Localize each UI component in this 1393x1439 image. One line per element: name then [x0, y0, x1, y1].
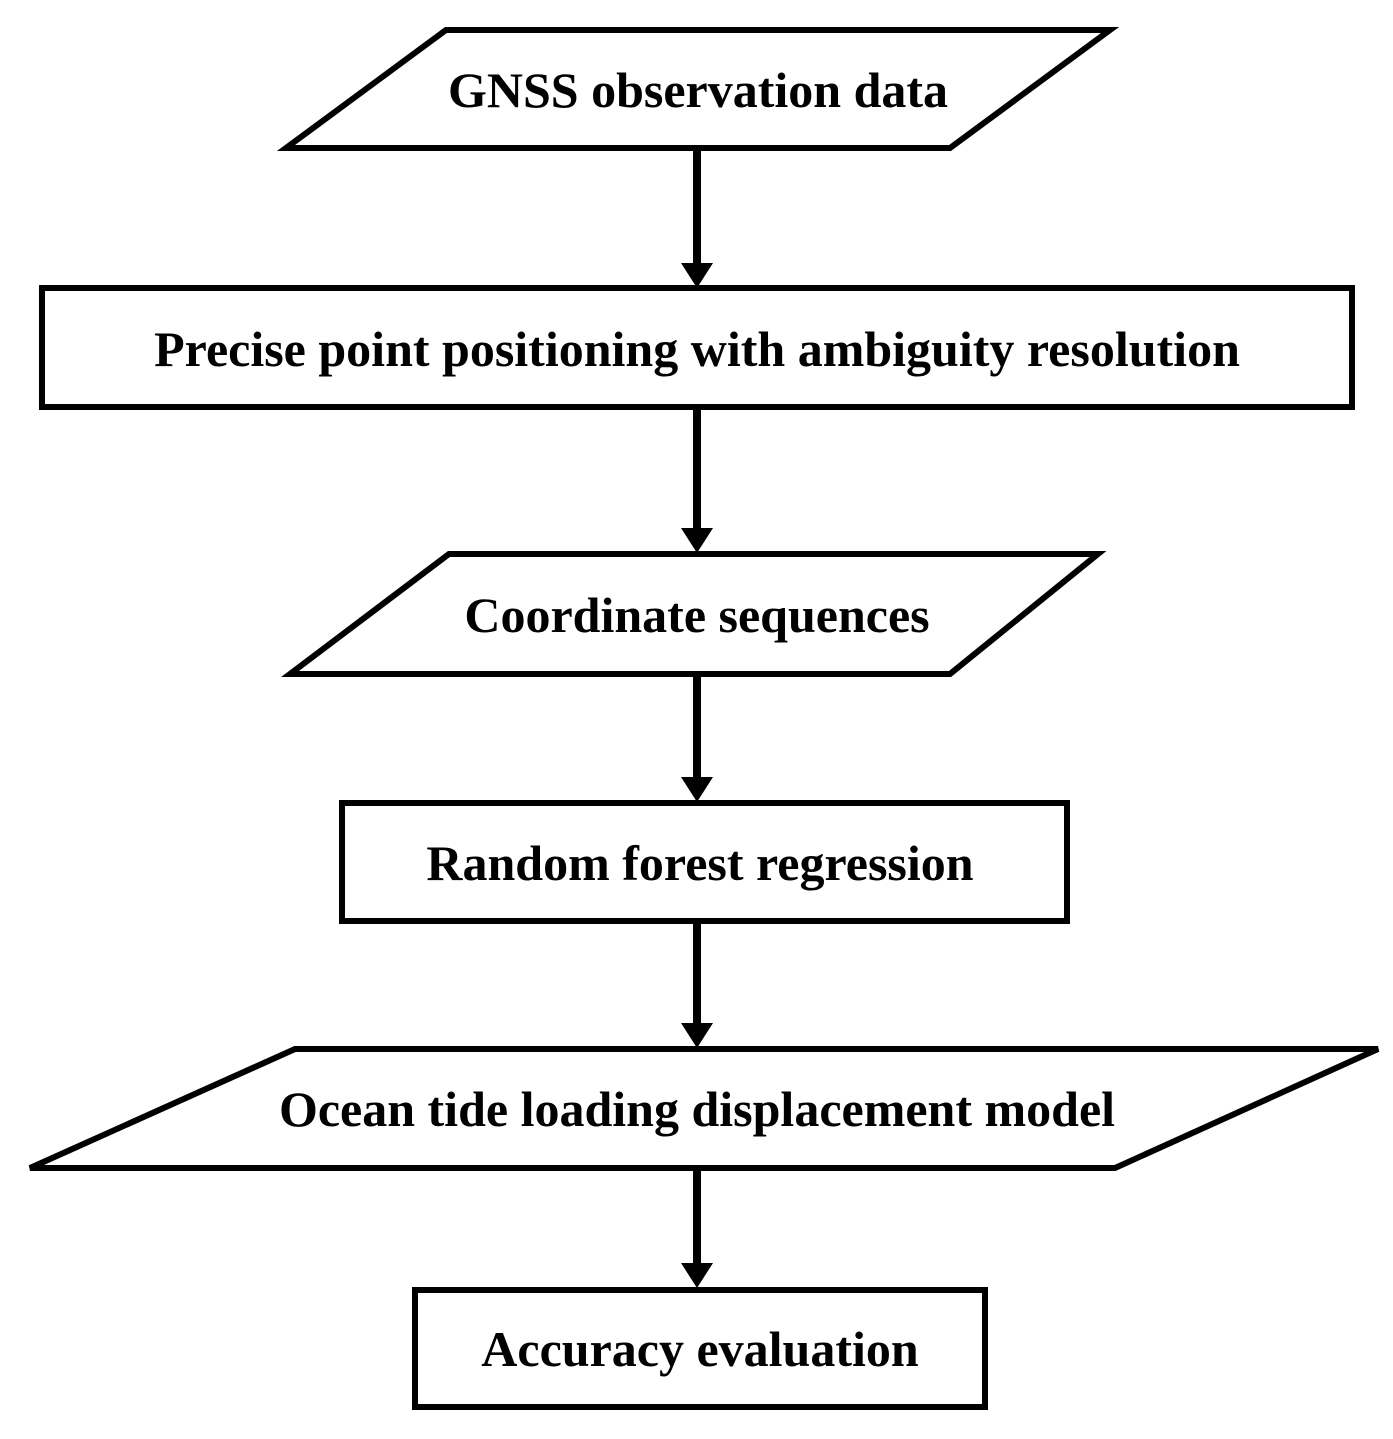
flow-node-gnss-observation-data: GNSS observation data: [276, 27, 1120, 151]
flow-edge-4: [681, 921, 713, 1048]
arrowhead-icon: [681, 263, 713, 288]
node-label-gnss-observation-data: GNSS observation data: [448, 62, 948, 118]
arrowhead-icon: [681, 1023, 713, 1048]
node-label-precise-point-positioning: Precise point positioning with ambiguity…: [154, 321, 1240, 377]
rectangle-shape: [39, 285, 1355, 410]
flow-node-coordinate-sequences: Coordinate sequences: [281, 551, 1107, 677]
flow-node-ocean-tide-loading-displacement-model: Ocean tide loading displacement model: [28, 1046, 1380, 1171]
flow-node-random-forest-regression: Random forest regression: [339, 800, 1070, 924]
flow-edge-5: [681, 1168, 713, 1288]
arrowhead-icon: [681, 528, 713, 553]
flow-node-accuracy-evaluation: Accuracy evaluation: [412, 1287, 988, 1410]
node-label-coordinate-sequences: Coordinate sequences: [464, 587, 929, 643]
node-label-accuracy-evaluation: Accuracy evaluation: [481, 1321, 919, 1377]
flow-edge-1: [681, 148, 713, 288]
arrowhead-icon: [681, 777, 713, 802]
rectangle-shape: [339, 800, 1070, 924]
parallelogram-shape: [276, 27, 1120, 151]
node-label-ocean-tide-loading-displacement-model: Ocean tide loading displacement model: [279, 1081, 1115, 1137]
rectangle-shape: [412, 1287, 988, 1410]
flow-edge-3: [681, 674, 713, 802]
arrowhead-icon: [681, 1263, 713, 1288]
flow-edge-2: [681, 407, 713, 553]
node-label-random-forest-regression: Random forest regression: [426, 835, 973, 891]
parallelogram-shape: [281, 551, 1107, 677]
flow-node-precise-point-positioning: Precise point positioning with ambiguity…: [39, 285, 1355, 410]
parallelogram-shape: [28, 1046, 1380, 1171]
